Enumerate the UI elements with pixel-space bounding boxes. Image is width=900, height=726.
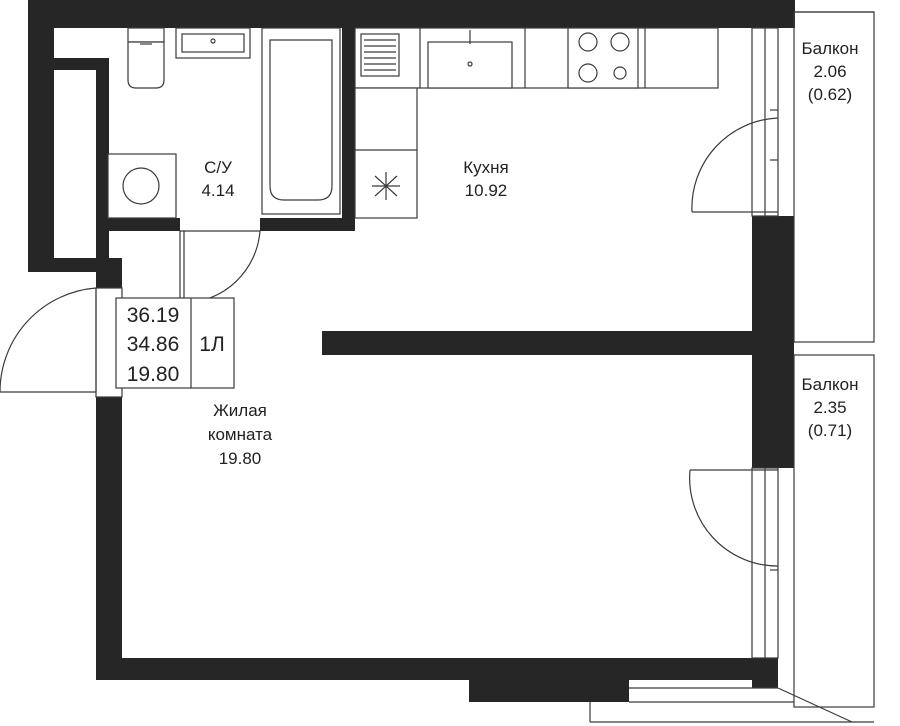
toilet-bowl-icon [127, 41, 165, 89]
wall-right-mid [752, 216, 794, 331]
kitchen-drain-icon [467, 61, 473, 67]
dish-rack-lines [364, 39, 396, 71]
dish-rack-icon [360, 33, 400, 77]
balcony-bottom-railing [793, 354, 875, 708]
living-area: 19.80 [219, 449, 262, 468]
summary-frame [115, 297, 235, 389]
balcony-bottom-area-alt: (0.71) [808, 421, 852, 440]
balcony-top-area: 2.06 [813, 62, 846, 81]
kitchen-area: 10.92 [465, 181, 508, 200]
apartment-type: 1Л [199, 333, 224, 356]
door-balcony-top-swing [691, 117, 779, 213]
walls [28, 0, 795, 702]
balcony-bottom-corner [777, 687, 853, 723]
wall-closet-right [96, 58, 109, 272]
wall-right-bottom [752, 658, 778, 688]
bathroom-faucet-icon [210, 38, 216, 44]
balcony-top-area-alt: (0.62) [808, 85, 852, 104]
stove-burner-2-icon [610, 32, 630, 52]
wall-bath-bottom-left [96, 218, 180, 231]
living-name-line2: комната [208, 425, 273, 444]
door-balcony-bottom-swing [689, 469, 779, 567]
windows [95, 11, 875, 723]
balcony-top-name: Балкон [801, 39, 858, 58]
stove-burner-4-icon [613, 66, 627, 80]
kitchen-fixtures [354, 27, 719, 219]
wall-left-lower [96, 397, 122, 680]
summary-box: 36.19 34.86 19.80 1Л [115, 297, 235, 389]
living-name-line1: Жилая [213, 401, 267, 420]
kitchen-sink-icon [427, 41, 513, 89]
wall-bath-bottom-right [260, 218, 355, 231]
door-entrance-swing [0, 287, 97, 393]
total-area: 36.19 [127, 304, 180, 327]
room-labels: С/У 4.14 Кухня 10.92 Балкон 2.06 (0.62) … [201, 39, 858, 468]
stove-burner-3-icon [578, 63, 598, 83]
wall-left-upper [28, 0, 54, 272]
bathtub-basin-icon [269, 39, 333, 201]
balcony-bottom-name: Балкон [801, 375, 858, 394]
toilet-tank-icon [127, 27, 165, 43]
bathroom-fixtures [107, 27, 341, 219]
living-area-summary: 19.80 [127, 363, 180, 386]
wall-top [28, 0, 795, 28]
wall-closet-top [54, 58, 109, 70]
wall-bottom-bump [469, 680, 629, 702]
wall-partition [322, 331, 794, 355]
kitchen-counter-icon [354, 27, 719, 89]
kitchen-name: Кухня [463, 158, 509, 177]
washing-machine-drum-icon [122, 167, 160, 205]
door-bathroom-swing [183, 230, 261, 304]
wall-bottom [96, 658, 778, 680]
washing-machine-icon [107, 153, 177, 219]
area-without-balcony: 34.86 [127, 333, 180, 356]
bathroom-name: С/У [204, 158, 232, 177]
boiler-icon [372, 172, 400, 200]
bathroom-area: 4.14 [201, 181, 234, 200]
balcony-bottom-area: 2.35 [813, 398, 846, 417]
wall-bath-right [342, 28, 355, 231]
wall-left-stub [96, 258, 122, 288]
wall-right-lower [752, 355, 794, 468]
stove-burner-1-icon [578, 32, 598, 52]
